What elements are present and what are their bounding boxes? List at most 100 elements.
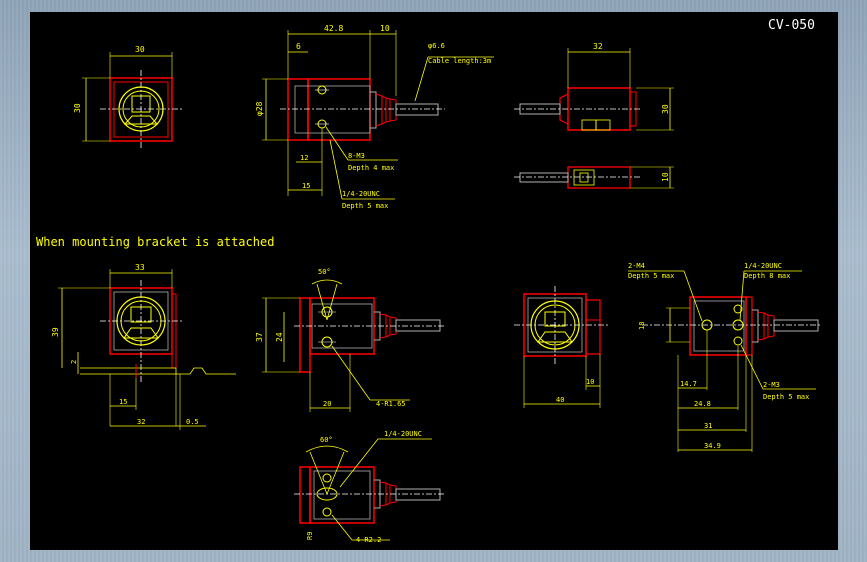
front-view-base <box>123 115 159 125</box>
top-view-tab-2 <box>595 119 611 131</box>
bracket-bottom-unc-leader <box>339 438 379 488</box>
bracket-side-view: 50° 37 24 20 4-R1.65 <box>255 268 444 412</box>
side-view-cable-gland <box>375 93 397 127</box>
right-side-inner <box>693 300 745 352</box>
right-side-cable <box>773 319 819 332</box>
side-view-dim12-label: 12 <box>300 154 308 162</box>
bracket-front-dim15-label: 15 <box>119 398 127 406</box>
front-view: 30 30 <box>73 45 182 150</box>
side-view-cable-length-note: Cable length:3m <box>428 57 491 65</box>
right-side-dim248-label: 24.8 <box>694 400 711 408</box>
bracket-side-dim37-label: 37 <box>255 332 264 342</box>
side-view-m3-depth: Depth 4 max <box>348 164 394 172</box>
right-side-m3-depth: Depth 5 max <box>763 393 809 401</box>
right-side-m3-hole-top <box>733 304 743 314</box>
bracket-front-dim2-label: 2 <box>70 360 78 364</box>
bracket-bottom-view: 60° 1/4-20UNC R9 4-R2.2 <box>294 430 444 544</box>
bracket-side-hole-leader <box>331 345 371 401</box>
bottom-view-cable <box>519 172 569 183</box>
right-side-unc-note: 1/4-20UNC <box>744 262 782 270</box>
top-view-height-label: 30 <box>661 104 670 114</box>
right-side-unc-depth: Depth 8 max <box>744 272 790 280</box>
bracket-front-height-label: 39 <box>51 327 60 337</box>
model-title: CV-050 <box>768 18 815 33</box>
bracket-front-view: 33 39 2 15 32 0.5 <box>51 263 236 430</box>
side-view-m3-leader <box>325 126 349 161</box>
side-view-m3-note: 8-M3 <box>348 152 365 160</box>
top-view: 32 30 <box>514 42 674 131</box>
drawing-canvas: CV-050 When mounting bracket is attached… <box>30 12 838 550</box>
bracket-side-dim20-label: 20 <box>323 400 331 408</box>
bracket-plate-flange <box>176 367 236 375</box>
bracket-front-width-label: 33 <box>135 263 145 272</box>
bracket-side-hole-note: 4-R1.65 <box>376 400 406 408</box>
side-view-body <box>307 78 371 141</box>
top-view-body <box>567 87 631 131</box>
side-view-unc-note: 1/4-20UNC <box>342 190 380 198</box>
bracket-side-dim24-label: 24 <box>275 332 284 342</box>
bracket-side-cable <box>395 319 441 332</box>
front-view-width-label: 30 <box>135 45 145 54</box>
bracket-bottom-hole-bottom <box>322 507 332 517</box>
right-front-base <box>537 331 573 343</box>
bracket-bottom-body <box>309 466 375 524</box>
right-side-plate <box>745 296 753 356</box>
right-front-view: 40 10 <box>514 286 610 408</box>
bracket-plate-foot <box>80 367 177 375</box>
right-front-bracket <box>585 299 601 355</box>
bracket-side-angle-label: 50° <box>318 268 331 276</box>
right-side-dim31-label: 31 <box>704 422 712 430</box>
right-side-m4-note: 2-M4 <box>628 262 645 270</box>
bottom-view-connector-pin <box>579 172 589 183</box>
bracket-bottom-hole-note: 4-R2.2 <box>356 536 381 544</box>
bracket-bottom-unc-note: 1/4-20UNC <box>384 430 422 438</box>
right-side-m4-leader <box>683 270 703 322</box>
bracket-side-plate <box>299 297 311 373</box>
side-view-unc-depth: Depth 5 max <box>342 202 388 210</box>
right-side-dim349-label: 34.9 <box>704 442 721 450</box>
bracket-bottom-angle-ray-right <box>326 451 345 495</box>
right-side-gland-base <box>752 309 759 343</box>
bracket-front-dim32-label: 32 <box>137 418 145 426</box>
side-view: 42.8 10 6 φ28 φ6.6 Cable length:3m 12 15… <box>255 24 494 210</box>
side-view-diameter-label: φ28 <box>255 101 264 116</box>
right-front-dim40-label: 40 <box>556 396 564 404</box>
drawing-svg: CV-050 When mounting bracket is attached… <box>36 18 822 544</box>
side-view-cable-diameter-note: φ6.6 <box>428 42 445 50</box>
bracket-bottom-plate <box>299 466 311 524</box>
bottom-view-height-label: 10 <box>661 172 670 182</box>
front-view-height-label: 30 <box>73 103 82 113</box>
top-view-width-label: 32 <box>593 42 603 51</box>
bracket-front-base <box>123 327 159 339</box>
bottom-view: 10 <box>514 166 674 189</box>
bracket-section-heading: When mounting bracket is attached <box>36 235 274 249</box>
bracket-bottom-angle-ray-left <box>309 451 328 495</box>
right-side-dim18-label: 18 <box>638 322 646 330</box>
side-view-cable <box>395 103 439 116</box>
bracket-bottom-angle-label: 60° <box>320 436 333 444</box>
right-side-cable-gland <box>757 311 775 341</box>
bracket-bottom-radius-note: R9 <box>306 532 314 540</box>
right-side-m4-depth: Depth 5 max <box>628 272 674 280</box>
right-side-dim147-label: 14.7 <box>680 380 697 388</box>
top-view-tab-1 <box>581 119 597 131</box>
bracket-front-dim05-label: 0.5 <box>186 418 199 426</box>
bracket-bottom-hole-top <box>322 473 332 483</box>
bracket-side-angle-arc <box>311 279 343 285</box>
right-side-body <box>689 296 747 356</box>
bracket-side-angle-ray-left <box>316 283 328 321</box>
side-view-gland-base <box>370 91 377 129</box>
side-view-flange <box>287 78 309 141</box>
bracket-bottom-inner <box>313 470 371 520</box>
right-side-unc-leader <box>739 270 745 321</box>
bracket-side-angle-ray-right <box>326 283 338 321</box>
side-view-unc-leader <box>329 139 343 200</box>
side-view-length-label: 42.8 <box>324 24 343 33</box>
side-view-cable-leader <box>414 56 429 102</box>
right-front-dim10-label: 10 <box>586 378 594 386</box>
side-view-offset-label: 6 <box>296 42 301 51</box>
right-side-m3-note: 2-M3 <box>763 381 780 389</box>
bracket-bottom-center-hole <box>316 487 338 501</box>
bracket-bottom-angle-arc <box>305 445 349 453</box>
side-view-inner <box>294 85 371 134</box>
